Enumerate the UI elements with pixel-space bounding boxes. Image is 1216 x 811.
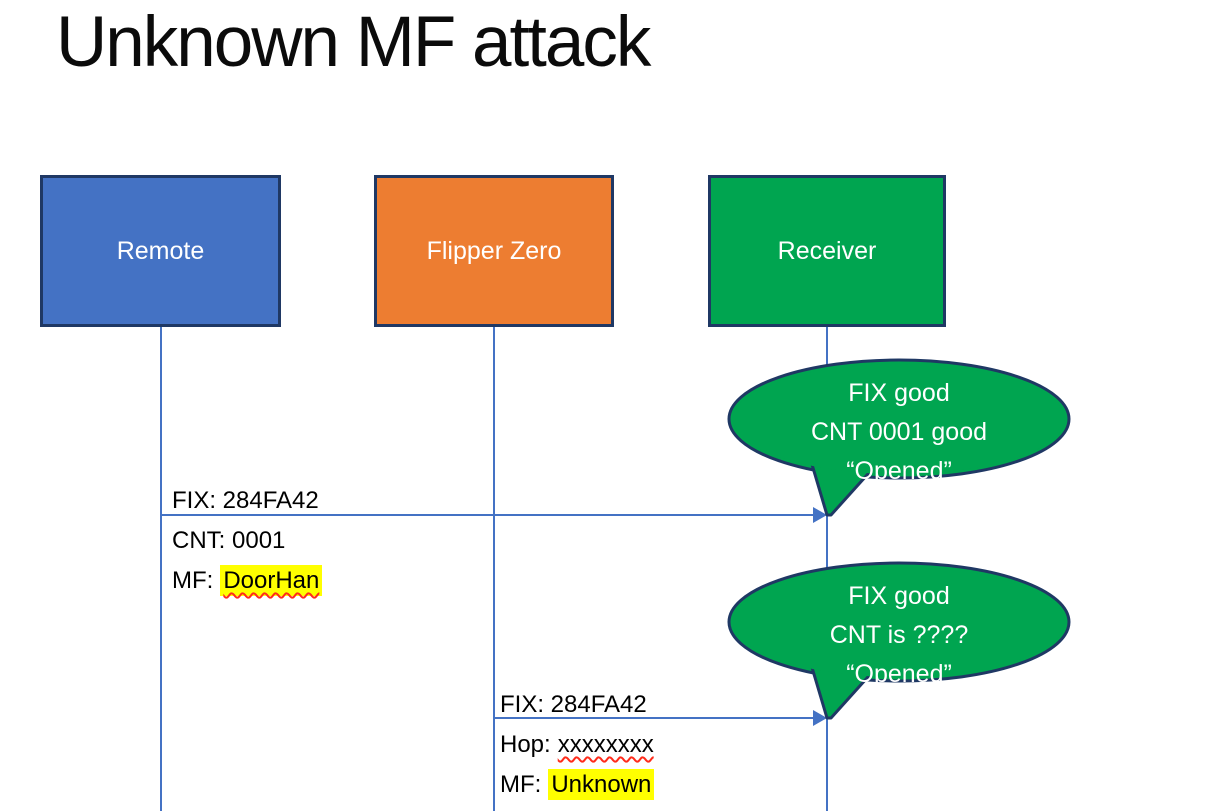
actor-box-remote: Remote xyxy=(40,175,281,327)
message-1-mf-value-highlighted: DoorHan xyxy=(220,565,323,596)
callout-2-line-2: CNT is ???? xyxy=(829,621,969,649)
message-2-mf-value-highlighted: Unknown xyxy=(548,769,655,800)
message-2-hop-prefix: Hop: xyxy=(500,731,551,758)
message-2-fix: FIX: 284FA42 xyxy=(500,691,647,718)
actor-label-receiver: Receiver xyxy=(777,236,877,265)
message-1-labels: FIX: 284FA42 CNT: 0001 MF:DoorHan xyxy=(172,481,323,601)
callout-bubble-1 xyxy=(727,358,1071,517)
message-2-arrow-line xyxy=(494,717,814,719)
callout-bubble-2-cover xyxy=(733,567,1065,677)
message-2-hop: Hop:xxxxxxxx xyxy=(500,725,654,765)
message-1-mf-prefix: MF: xyxy=(172,567,214,594)
message-1-arrow-line xyxy=(161,514,814,516)
message-1-cnt: CNT: 0001 xyxy=(172,527,286,554)
callout-2-line-1: FIX good xyxy=(848,582,950,610)
actor-box-receiver: Receiver xyxy=(708,175,946,327)
actor-box-flipper-zero: Flipper Zero xyxy=(374,175,614,327)
callout-1-text: FIX good CNT 0001 good “Opened” xyxy=(724,374,1074,491)
slide-title: Unknown MF attack xyxy=(56,3,651,82)
lifeline-flipper-zero xyxy=(493,327,495,811)
message-2-hop-value-squiggle: xxxxxxxx xyxy=(557,731,654,758)
callout-bubble-2 xyxy=(727,561,1071,720)
message-1-mf: MF:DoorHan xyxy=(172,561,323,601)
lifeline-remote xyxy=(160,327,162,811)
message-2-arrowhead-icon xyxy=(813,710,827,726)
callout-2-line-3: “Opened” xyxy=(846,660,952,688)
actor-label-remote: Remote xyxy=(116,236,205,265)
callout-2-text: FIX good CNT is ???? “Opened” xyxy=(724,577,1074,694)
callout-1-line-2: CNT 0001 good xyxy=(810,418,988,446)
message-2-mf: MF:Unknown xyxy=(500,765,655,805)
message-2-mf-prefix: MF: xyxy=(500,771,542,798)
callout-1-line-3: “Opened” xyxy=(846,457,952,485)
message-1-fix: FIX: 284FA42 xyxy=(172,487,319,514)
message-1-arrowhead-icon xyxy=(813,507,827,523)
callout-bubble-1-cover xyxy=(733,364,1065,474)
callout-1-line-1: FIX good xyxy=(848,379,950,407)
message-2-labels: FIX: 284FA42 Hop:xxxxxxxx MF:Unknown xyxy=(500,685,655,805)
actor-label-flipper-zero: Flipper Zero xyxy=(426,236,562,265)
